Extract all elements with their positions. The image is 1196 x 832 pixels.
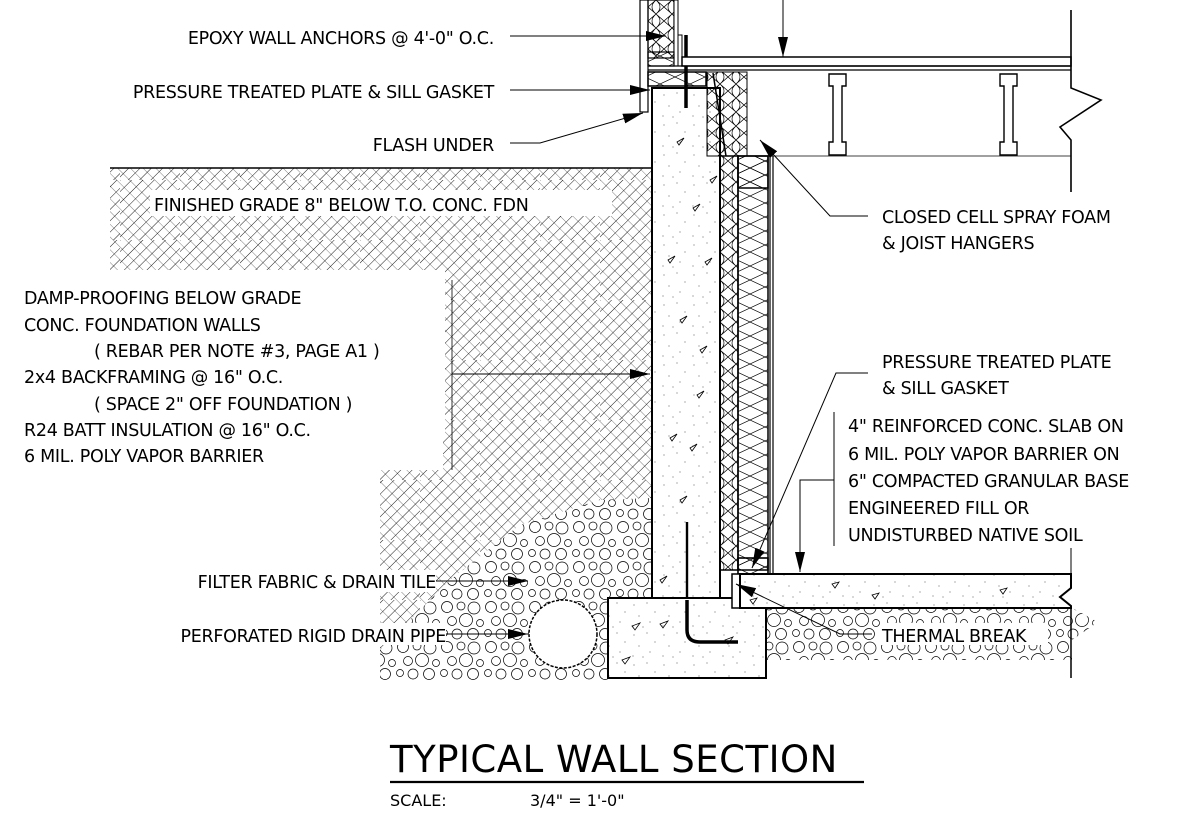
label-damp-proofing-1: DAMP-PROOFING BELOW GRADE	[24, 289, 301, 309]
floor-system	[647, 10, 1103, 192]
label-flash-under: FLASH UNDER	[373, 136, 494, 156]
label-pt-plate-bottom-2: & SILL GASKET	[882, 379, 1009, 399]
label-damp-proofing-2: CONC. FOUNDATION WALLS	[24, 316, 261, 336]
i-joist	[828, 73, 1018, 156]
scale-label: SCALE:	[390, 791, 447, 810]
upper-framed-wall	[639, 0, 683, 113]
label-slab-1: 4" REINFORCED CONC. SLAB ON	[848, 417, 1124, 437]
label-filter-fabric: FILTER FABRIC & DRAIN TILE	[198, 573, 436, 593]
label-spray-foam-1: CLOSED CELL SPRAY FOAM	[882, 208, 1111, 228]
label-spray-foam-2: & JOIST HANGERS	[882, 234, 1034, 254]
label-drain-pipe: PERFORATED RIGID DRAIN PIPE	[181, 627, 446, 647]
label-slab-3: 6" COMPACTED GRANULAR BASE	[848, 472, 1129, 492]
label-damp-proofing-4: 2x4 BACKFRAMING @ 16" O.C.	[24, 368, 283, 388]
label-thermal-break: THERMAL BREAK	[881, 627, 1027, 647]
label-epoxy-anchors: EPOXY WALL ANCHORS @ 4'-0" O.C.	[188, 29, 494, 49]
label-damp-proofing-7: 6 MIL. POLY VAPOR BARRIER	[24, 447, 264, 467]
leader-lines	[436, 0, 1072, 639]
label-slab-5: UNDISTURBED NATIVE SOIL	[848, 526, 1083, 546]
drawing-title: TYPICAL WALL SECTION	[389, 738, 838, 781]
label-damp-proofing-5: ( SPACE 2" OFF FOUNDATION )	[94, 395, 352, 415]
callout-labels: EPOXY WALL ANCHORS @ 4'-0" O.C. PRESSURE…	[18, 29, 1129, 647]
label-slab-4: ENGINEERED FILL OR	[848, 499, 1029, 519]
label-slab-2: 6 MIL. POLY VAPOR BARRIER ON	[848, 445, 1119, 465]
scale-value: 3/4" = 1'-0"	[530, 791, 625, 810]
title-block: TYPICAL WALL SECTION SCALE: 3/4" = 1'-0"	[389, 738, 864, 810]
label-damp-proofing-6: R24 BATT INSULATION @ 16" O.C.	[24, 421, 311, 441]
label-finished-grade: FINISHED GRADE 8" BELOW T.O. CONC. FDN	[154, 196, 529, 216]
interior-backframing	[719, 155, 774, 575]
label-damp-proofing-3: ( REBAR PER NOTE #3, PAGE A1 )	[94, 342, 380, 362]
drain-pipe	[528, 599, 598, 669]
label-pt-plate-top: PRESSURE TREATED PLATE & SILL GASKET	[133, 83, 495, 103]
label-pt-plate-bottom-1: PRESSURE TREATED PLATE	[882, 353, 1111, 373]
